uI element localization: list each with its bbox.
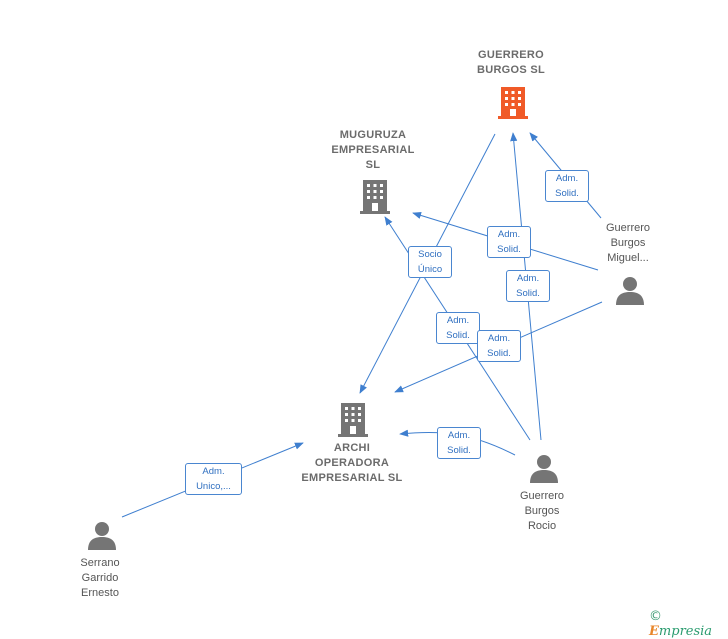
edge-label-serrano-archi[interactable]: Adm. Unico,... <box>185 463 242 495</box>
brand-initial: E <box>649 624 659 639</box>
edge-label-rocio-archi[interactable]: Adm. Solid. <box>437 427 481 459</box>
node-label-guerrero-burgos-sl[interactable]: GUERRERO BURGOS SL <box>476 49 546 76</box>
node-label-muguruza[interactable]: MUGURUZA EMPRESARIAL SL <box>331 129 415 171</box>
person-icon[interactable] <box>87 520 117 550</box>
edge-label-rocio-guerrero[interactable]: Adm. Solid. <box>506 270 550 302</box>
person-icon[interactable] <box>615 275 645 305</box>
brand-name: mpresia <box>658 624 713 639</box>
node-label-serrano[interactable]: Serrano Garrido Ernesto <box>80 557 120 599</box>
building-icon[interactable] <box>359 178 391 214</box>
edge-label-miguel-guerrero[interactable]: Adm. Solid. <box>545 170 589 202</box>
node-label-guerrero-rocio[interactable]: Guerrero Burgos Rocio <box>519 490 565 532</box>
copyright-symbol: © <box>649 609 662 624</box>
person-icon[interactable] <box>529 453 559 483</box>
building-icon[interactable] <box>337 401 369 437</box>
edge-label-miguel-archi[interactable]: Adm. Solid. <box>477 330 521 362</box>
brand-logo[interactable]: © Empresia <box>649 609 728 639</box>
edge-label-miguel-muguruza[interactable]: Adm. Solid. <box>487 226 531 258</box>
node-label-archi[interactable]: ARCHI OPERADORA EMPRESARIAL SL <box>301 442 403 484</box>
node-label-guerrero-miguel[interactable]: Guerrero Burgos Miguel... <box>605 222 651 264</box>
building-icon[interactable] <box>497 85 529 119</box>
edge-label-rocio-muguruza[interactable]: Adm. Solid. <box>436 312 480 344</box>
edge-label-guerrero-archi[interactable]: Socio Único <box>408 246 452 278</box>
